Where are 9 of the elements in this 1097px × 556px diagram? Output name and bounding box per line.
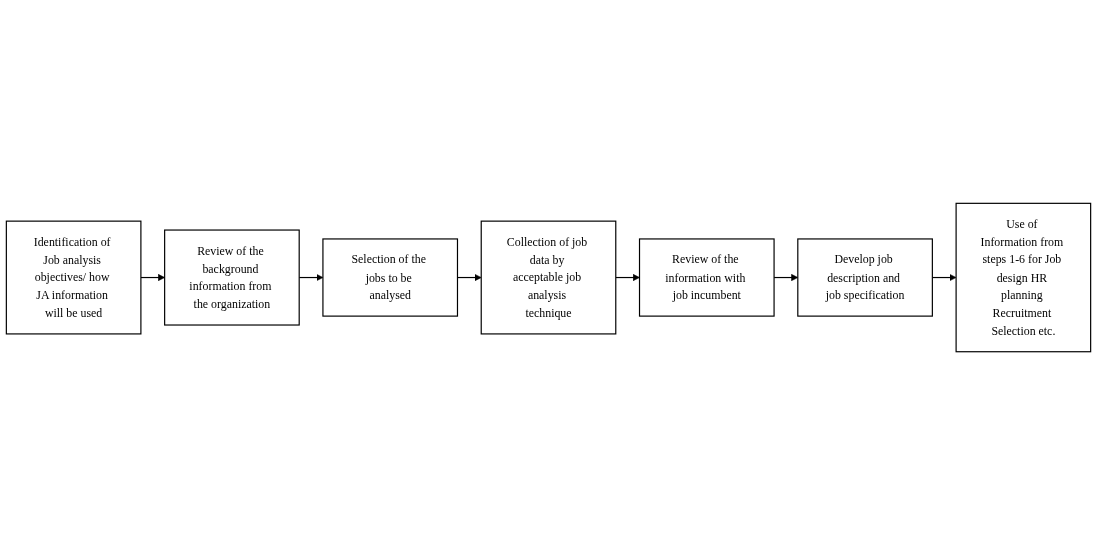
node-box: Use of Information from steps 1-6 for Job design HR planning Recruitment Selection etc. [955,203,1092,353]
node-box: Identification of Job analysis objectives/ how JA information will be used [5,221,142,335]
node-box: Develop job description and job specification [797,238,933,318]
arrow [615,274,640,282]
node-box: Collection of job data by acceptable job analysis technique [480,221,617,335]
node-box: Selection of the jobs to be analysed [322,238,459,318]
node-box: Review of the information with job incumbent [638,238,775,318]
arrow [140,274,165,282]
node-box: Review of the background information from the organization [164,229,300,327]
